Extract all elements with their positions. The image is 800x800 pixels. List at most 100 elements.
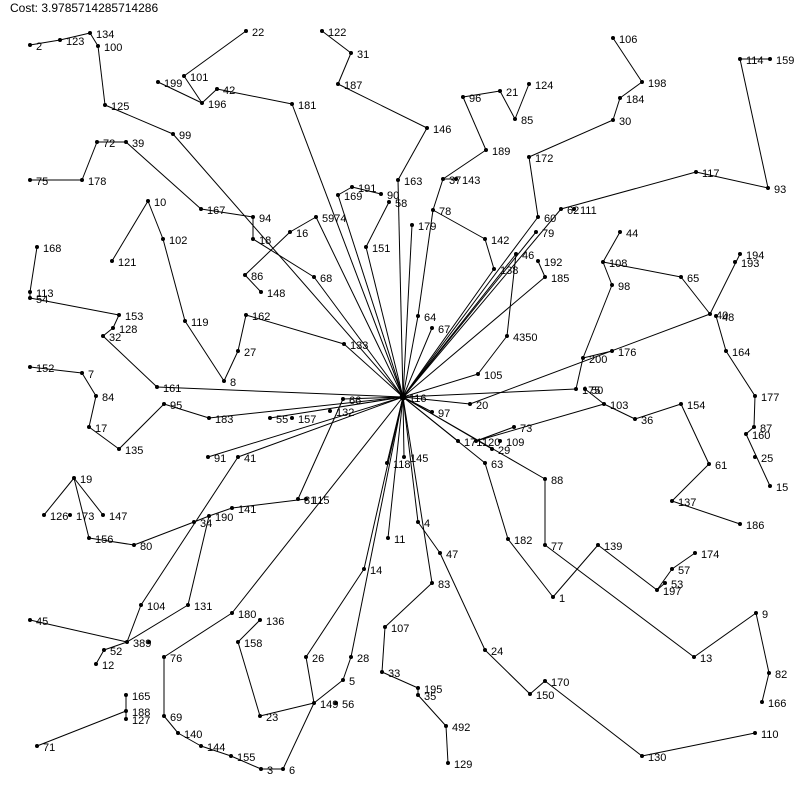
node-199 <box>156 80 160 84</box>
node-54 <box>28 296 32 300</box>
node-label-40: 40 <box>716 310 728 322</box>
edge-163-116 <box>397 179 404 398</box>
node-99 <box>171 132 175 136</box>
node-label-24: 24 <box>491 646 503 658</box>
edge-47-24 <box>439 552 486 651</box>
node-label-127: 127 <box>132 715 150 727</box>
node-131 <box>186 603 190 607</box>
node-22 <box>244 29 248 33</box>
edge-146-163 <box>397 127 428 181</box>
node-30 <box>611 118 615 122</box>
node-label-67: 67 <box>438 324 450 336</box>
node-194 <box>738 252 742 256</box>
node-156 <box>87 536 91 540</box>
node-label-196: 196 <box>208 99 226 111</box>
edge-130-110 <box>641 732 756 757</box>
edge-39-167 <box>125 141 202 210</box>
edge-69-140 <box>163 715 179 734</box>
node-197 <box>655 588 659 592</box>
node-5974 <box>314 215 318 219</box>
node-114 <box>738 57 742 61</box>
node-label-172: 172 <box>535 153 553 165</box>
node-label-97: 97 <box>438 408 450 420</box>
edge-21-96 <box>462 90 501 98</box>
edge-42-181 <box>216 88 293 105</box>
node-102 <box>161 237 165 241</box>
edge-17-135 <box>88 426 120 450</box>
edge-28-116 <box>350 396 404 658</box>
edge-61-137 <box>671 463 710 502</box>
edge-107-33 <box>381 626 386 673</box>
node-label-111: 111 <box>580 205 597 217</box>
edge-196-199 <box>157 81 203 104</box>
node-label-128: 128 <box>119 324 137 336</box>
edge-91-116 <box>207 396 404 458</box>
node-98 <box>610 283 614 287</box>
edge-141-190 <box>208 507 233 517</box>
node-91 <box>206 455 210 459</box>
edge-66-116 <box>342 396 404 400</box>
node-label-161: 161 <box>163 383 181 395</box>
edge-142-138 <box>484 238 495 270</box>
node-label-105: 105 <box>484 370 502 382</box>
node-label-86: 86 <box>251 271 263 283</box>
node-50 <box>583 387 587 391</box>
node-label-62: 62 <box>567 205 579 217</box>
node-120 <box>474 439 478 443</box>
edge-105-4350 <box>477 335 508 375</box>
node-label-171: 171 <box>464 437 482 449</box>
edge-32-161 <box>102 335 158 388</box>
edge-67-116 <box>402 327 433 398</box>
node-label-98: 98 <box>618 281 630 293</box>
node-35 <box>416 693 420 697</box>
node-58 <box>387 200 391 204</box>
node-label-73: 73 <box>520 423 532 435</box>
edge-18-68 <box>252 238 315 278</box>
node-label-1: 1 <box>559 593 565 605</box>
edge-104-41 <box>140 456 239 606</box>
node-12 <box>94 662 98 666</box>
node-63 <box>483 461 487 465</box>
node-label-34: 34 <box>200 518 212 530</box>
node-label-109: 109 <box>506 437 524 449</box>
node-label-157: 157 <box>298 414 316 426</box>
node-28 <box>349 655 353 659</box>
edge-84-17 <box>88 395 97 428</box>
node-label-19: 19 <box>80 474 92 486</box>
node-65 <box>679 275 683 279</box>
node-177 <box>753 394 757 398</box>
node-57 <box>670 567 674 571</box>
edge-83-116 <box>402 396 433 584</box>
edge-93-117 <box>695 171 769 189</box>
edge-78-142 <box>432 209 486 240</box>
edge-108-65 <box>602 261 682 278</box>
edge-layer <box>29 30 771 770</box>
node-label-175: 175 <box>582 385 600 397</box>
node-label-29: 29 <box>498 445 510 457</box>
node-label-162: 162 <box>252 311 270 323</box>
edge-128-32 <box>102 327 114 337</box>
node-151 <box>364 245 368 249</box>
node-label-31: 31 <box>357 49 369 61</box>
node-label-156: 156 <box>95 534 113 546</box>
node-label-144: 144 <box>207 742 225 754</box>
node-140 <box>176 731 180 735</box>
edge-24-150 <box>484 649 531 695</box>
node-136 <box>258 618 262 622</box>
node-label-79: 79 <box>542 228 554 240</box>
edge-58-151 <box>365 201 390 248</box>
edge-136-158 <box>237 619 261 643</box>
node-36 <box>633 417 637 421</box>
edge-149-5 <box>313 679 344 704</box>
node-32 <box>101 334 105 338</box>
node-label-88: 88 <box>551 475 563 487</box>
edge-55-116 <box>269 396 404 419</box>
node-label-46: 46 <box>522 250 534 262</box>
node-label-32: 32 <box>109 332 121 344</box>
edge-35-492 <box>417 694 447 727</box>
edge-182-1 <box>507 538 554 598</box>
node-13 <box>692 655 696 659</box>
edge-122-31 <box>321 30 352 54</box>
node-label-389: 389 <box>133 638 151 650</box>
